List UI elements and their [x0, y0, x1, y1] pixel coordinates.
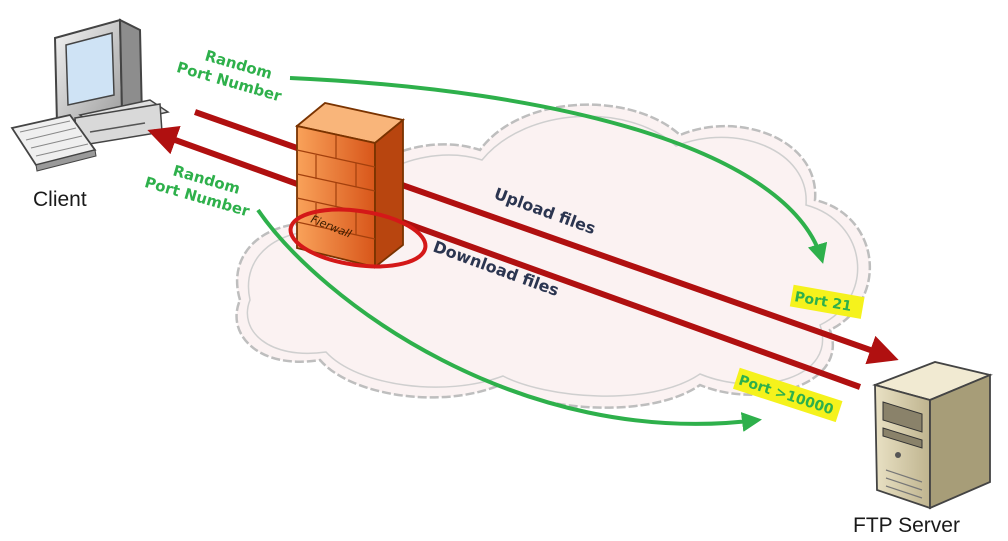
desktop-computer-icon [10, 18, 170, 172]
arrow-data-to-port10000 [256, 208, 762, 432]
arrow-control-to-port21 [289, 76, 828, 264]
brick-firewall-icon [294, 102, 406, 269]
random-port-label-top: Random Port Number [175, 47, 285, 106]
arrow-download [147, 126, 862, 390]
firewall-highlight-circle [288, 207, 428, 269]
client-label: Client [33, 188, 87, 211]
server-tower-icon [872, 361, 993, 510]
server-label: FTP Server [853, 514, 960, 537]
control-connection-arrows [256, 76, 828, 432]
